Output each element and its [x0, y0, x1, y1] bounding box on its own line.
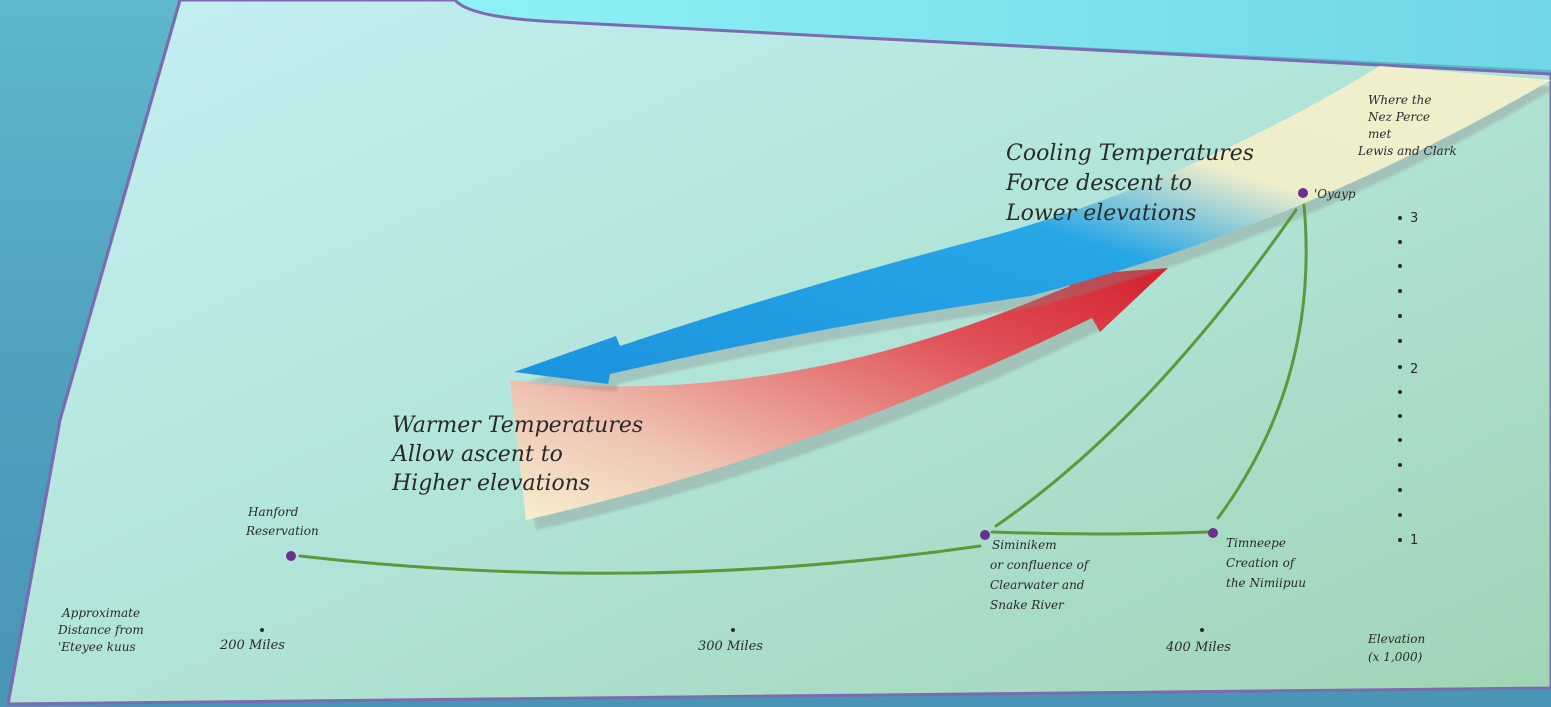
- elevation-dot: [1398, 365, 1402, 369]
- elevation-dot: [1398, 264, 1402, 268]
- warming-label: Warmer Temperatures Allow ascent to High…: [390, 413, 650, 496]
- elevation-dot: [1398, 390, 1402, 394]
- cooling-arrow: [514, 66, 1551, 392]
- hanford-label: Hanford Reservation: [245, 505, 319, 538]
- tick-400-miles: 400 Miles: [1165, 640, 1231, 655]
- route-hanford-siminikem: [298, 544, 982, 575]
- elevation-dot: [1398, 216, 1402, 220]
- tick-300-miles: 300 Miles: [698, 639, 763, 654]
- elevation-dot: [1398, 513, 1402, 517]
- elevation-dot: [1398, 463, 1402, 467]
- distance-axis-title: Approximate Distance from 'Eteyee kuus: [57, 606, 148, 654]
- siminikem-point: [980, 530, 990, 540]
- timneepe-point: [1208, 528, 1218, 538]
- elevation-dot: [1398, 314, 1402, 318]
- nez-perce-label: Where the Nez Perce met Lewis and Clark: [1357, 93, 1457, 158]
- tick-dot-300: [731, 628, 735, 632]
- route-timneepe-oyayp: [1216, 203, 1308, 520]
- elevation-axis-title: Elevation (x 1,000): [1367, 632, 1429, 664]
- warming-arrow: [510, 268, 1168, 530]
- siminikem-label: Siminikem or confluence of Clearwater an…: [990, 538, 1092, 612]
- tick-dot-400: [1200, 628, 1204, 632]
- cooling-label: Cooling Temperatures Force descent to Lo…: [1005, 141, 1261, 226]
- elevation-dot: [1398, 488, 1402, 492]
- route-siminikem-timneepe: [990, 530, 1210, 536]
- elevation-scale-dots: [1398, 216, 1402, 542]
- tick-dot-200: [260, 628, 264, 632]
- migration-routes: [298, 203, 1308, 575]
- elevation-tick-1: 1: [1410, 533, 1418, 548]
- elevation-dot: [1398, 538, 1402, 542]
- elevation-tick-2: 2: [1410, 362, 1418, 377]
- oyayp-label: 'Oyayp: [1314, 187, 1356, 201]
- elevation-dot: [1398, 438, 1402, 442]
- hanford-point: [286, 551, 296, 561]
- elevation-dot: [1398, 240, 1402, 244]
- elevation-dot: [1398, 414, 1402, 418]
- top-water-shape: [455, 0, 1551, 70]
- tick-200-miles: 200 Miles: [219, 638, 285, 653]
- timneepe-label: Timneepe Creation of the Nimiipuu: [1226, 536, 1306, 590]
- route-siminikem-oyayp: [994, 208, 1298, 528]
- oyayp-point: [1298, 188, 1308, 198]
- elevation-dot: [1398, 289, 1402, 293]
- elevation-tick-3: 3: [1410, 211, 1418, 226]
- elevation-dot: [1398, 339, 1402, 343]
